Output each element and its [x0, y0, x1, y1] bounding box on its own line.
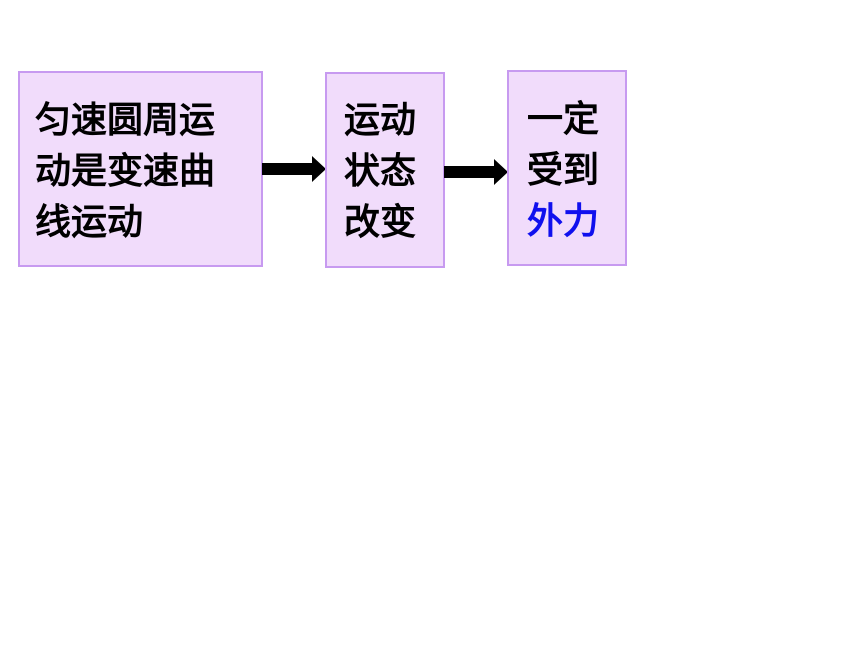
- arrow-right-icon: [262, 156, 326, 182]
- box-motion-state-change: 运动 状态 改变: [325, 72, 445, 268]
- box-text-line: 匀速圆周运: [35, 100, 216, 141]
- box-text-line: 一定: [527, 99, 600, 140]
- box-text-line: 改变: [344, 202, 417, 243]
- box-text-line: 动是变速曲: [35, 151, 216, 192]
- box-external-force: 一定 受到 外力: [507, 70, 627, 266]
- box-uniform-circular-motion: 匀速圆周运 动是变速曲 线运动: [18, 71, 263, 267]
- box-text-line: 线运动: [35, 202, 144, 243]
- box-text-line: 受到: [527, 150, 600, 191]
- box-text-highlight: 外力: [527, 201, 600, 242]
- arrow-right-icon: [444, 159, 508, 185]
- box-text-line: 状态: [344, 151, 417, 192]
- box-text-line: 运动: [344, 100, 417, 141]
